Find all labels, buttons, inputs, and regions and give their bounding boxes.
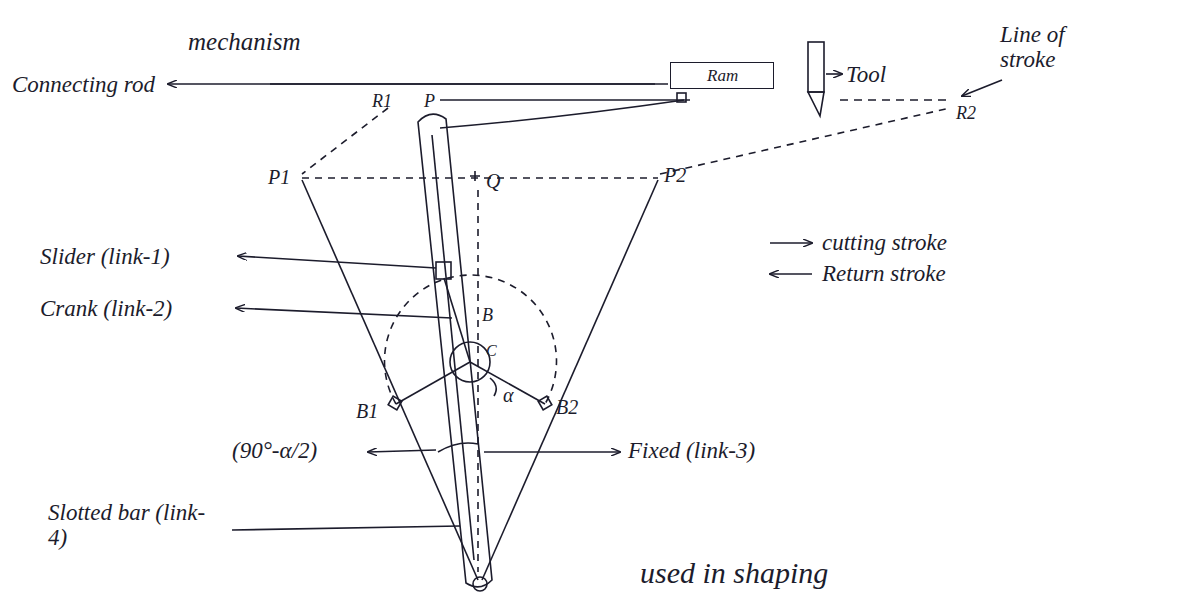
- part-label: R1: [372, 92, 392, 112]
- part-label: mechanism: [188, 28, 300, 56]
- part-label: Fixed (link-3): [628, 438, 755, 463]
- part-label: R2: [956, 104, 976, 124]
- part-label: (90°-α/2): [232, 438, 317, 463]
- part-label: Connecting rod: [12, 72, 155, 97]
- part-label: Line of stroke: [1000, 22, 1110, 73]
- part-label: B2: [556, 396, 578, 418]
- part-label: α: [503, 384, 514, 406]
- part-label: P2: [664, 164, 686, 186]
- ram-box: Ram: [670, 62, 774, 89]
- part-label: Slotted bar (link-4): [48, 500, 223, 551]
- part-label: P: [424, 92, 435, 112]
- part-label: Return stroke: [822, 261, 946, 286]
- part-label: C: [486, 342, 497, 360]
- part-label: used in shaping: [640, 556, 828, 589]
- node-text: Ram: [707, 66, 773, 86]
- part-label: cutting stroke: [822, 230, 947, 255]
- part-label: Crank (link-2): [40, 296, 172, 321]
- part-label: Q: [486, 170, 500, 192]
- part-label: Tool: [846, 62, 886, 87]
- part-label: Slider (link-1): [40, 244, 170, 269]
- part-label: B: [482, 306, 493, 326]
- part-label: B1: [356, 400, 378, 422]
- part-label: P1: [268, 166, 290, 188]
